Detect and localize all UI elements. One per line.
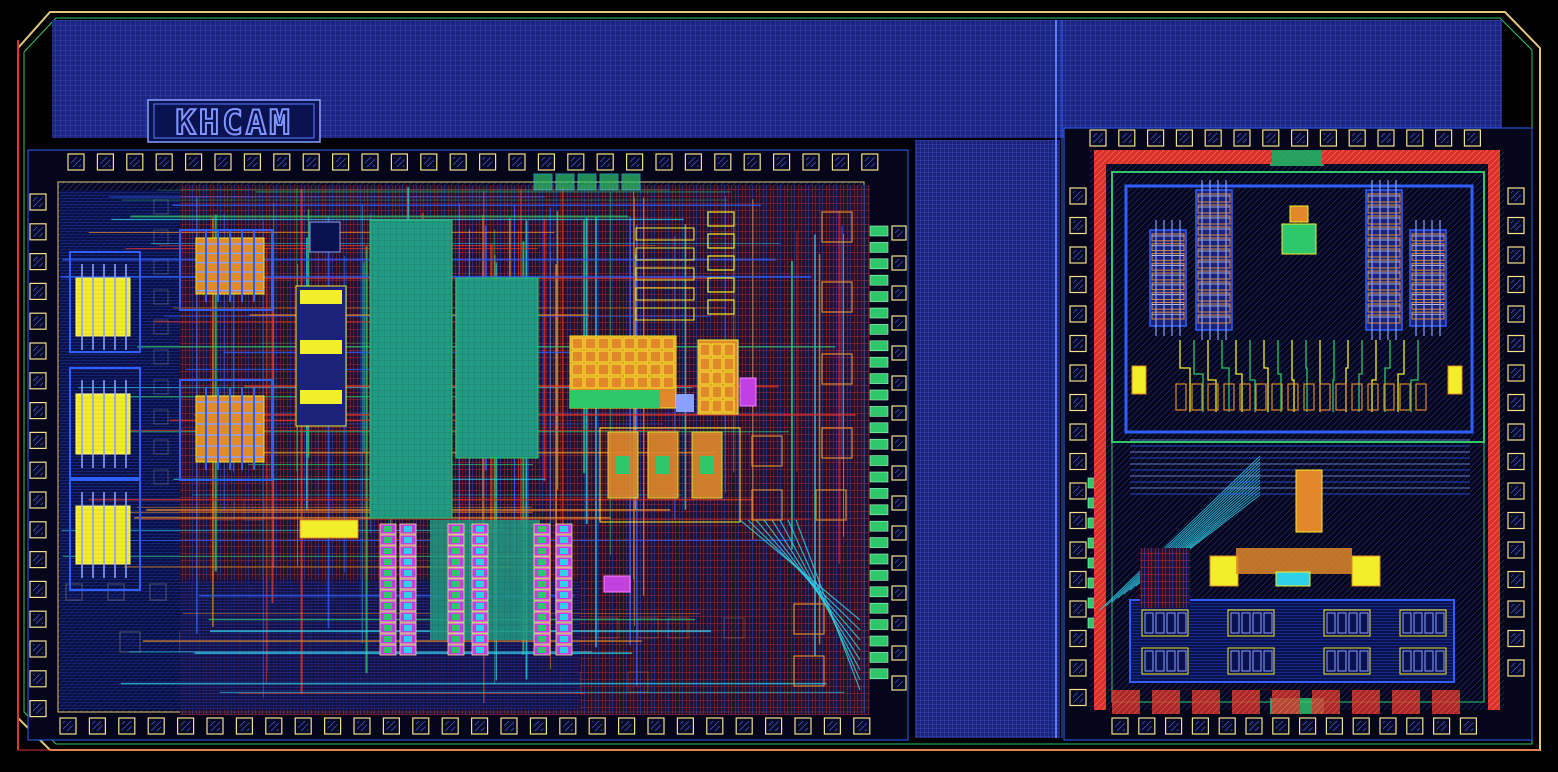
green-side-contacts — [869, 150, 1324, 714]
side-contact — [869, 438, 889, 450]
side-contact — [869, 586, 889, 598]
right-guard-ring — [1094, 150, 1500, 710]
transistor-array-small — [1323, 647, 1371, 675]
die-outline — [17, 11, 1541, 751]
side-contact — [869, 488, 889, 499]
side-contact — [869, 422, 889, 434]
transistor-array-small — [1141, 609, 1189, 637]
side-contact — [869, 520, 889, 532]
side-contact — [869, 471, 889, 483]
side-contact — [869, 537, 889, 548]
side-contact — [869, 340, 889, 352]
side-contact — [869, 455, 889, 466]
side-contact — [869, 324, 889, 335]
transistor-array-stripes — [81, 230, 264, 578]
device-grid-cells — [309, 173, 735, 499]
side-contact — [869, 602, 889, 614]
yellow-transistor-column — [75, 277, 131, 565]
logo-block: KHCAM — [147, 99, 321, 144]
side-contact — [869, 356, 889, 368]
transistor-array-small — [1399, 647, 1447, 675]
side-contact — [869, 635, 889, 647]
transistor-array-small — [1227, 609, 1275, 637]
side-contact — [869, 242, 889, 253]
logo-text: KHCAM — [175, 103, 292, 143]
side-contact — [869, 570, 889, 581]
side-contact — [869, 406, 889, 417]
side-contact — [869, 652, 889, 663]
contact-cell-columns — [379, 523, 573, 656]
transistor-array-small — [1323, 609, 1371, 637]
right-center-devices — [1140, 205, 1381, 608]
right-transistor-arrays — [1141, 180, 1447, 675]
side-contact — [869, 291, 889, 302]
side-contact — [869, 225, 889, 237]
side-contact — [869, 668, 889, 680]
transistor-array-small — [1227, 647, 1275, 675]
center-device-grid — [569, 335, 757, 593]
side-contact — [869, 553, 889, 565]
side-contact — [869, 389, 889, 401]
side-contact — [869, 373, 889, 384]
transistor-array-small — [1399, 609, 1447, 637]
side-contact — [869, 619, 889, 630]
side-contact — [869, 258, 889, 270]
side-contact — [869, 274, 889, 286]
side-contact — [869, 504, 889, 516]
transistor-array-small — [1141, 647, 1189, 675]
side-contact — [869, 307, 889, 319]
top-fill-region — [52, 20, 1502, 738]
